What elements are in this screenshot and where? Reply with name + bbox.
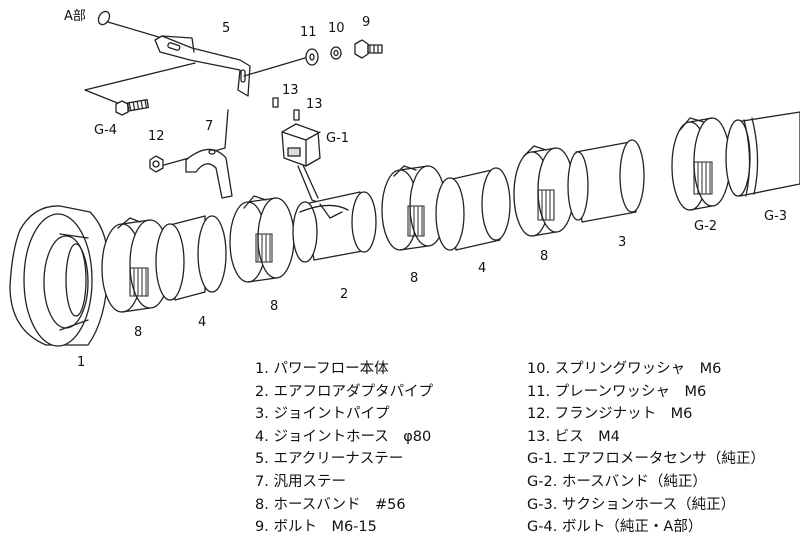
label-part-10: 10	[328, 21, 345, 36]
label-part-13b: 13	[306, 97, 323, 112]
legend-item: 3. ジョイントパイプ	[255, 406, 390, 423]
label-part-8c: 8	[410, 271, 419, 286]
part-g3-suction-hose	[725, 111, 800, 197]
label-part-7: 7	[205, 119, 214, 134]
label-part-4b: 4	[478, 261, 487, 276]
label-part-g1: G-1	[326, 131, 350, 146]
part-1-power-flow-body	[9, 205, 109, 347]
label-part-2: 2	[340, 287, 349, 302]
part-8-hose-band-b	[229, 195, 295, 283]
part-10-spring-washer	[330, 46, 342, 60]
label-part-8a: 8	[134, 325, 143, 340]
label-part-11: 11	[300, 25, 317, 40]
legend-item: 1. パワーフロー本体	[255, 361, 389, 377]
part-4-joint-hose-a	[155, 215, 227, 301]
parts-legend-right: 10. スプリングワッシャ M6 11. プレーンワッシャ M6 12. フラン…	[527, 358, 765, 539]
legend-item: 7. 汎用ステー	[255, 473, 346, 490]
a-part-ring	[97, 10, 111, 26]
parts-legend-left: 1. パワーフロー本体 2. エアフロアダプタパイプ 3. ジョイントパイプ 4…	[255, 358, 433, 539]
legend-item: G-4. ボルト（純正・A部）	[527, 519, 703, 536]
label-part-9: 9	[362, 15, 371, 30]
part-g2-hose-band	[671, 117, 731, 211]
part-12-flange-nut	[149, 155, 164, 173]
legend-item: G-3. サクションホース（純正）	[527, 496, 736, 513]
exploded-parts-diagram: A部 5 11 10 9 13 13 G-4 12 7 G-1 1 8 4 8 …	[9, 9, 800, 370]
legend-item: 8. ホースバンド #56	[255, 496, 406, 513]
label-part-12: 12	[148, 129, 165, 144]
part-2-airflow-adapter-pipe	[292, 191, 377, 263]
legend-item: 4. ジョイントホース φ80	[255, 428, 432, 445]
legend-item: G-1. エアフロメータセンサ（純正）	[527, 451, 765, 468]
legend-item: 9. ボルト M6-15	[255, 519, 377, 536]
label-part-g2: G-2	[694, 219, 718, 234]
part-4-joint-hose-b	[435, 167, 511, 251]
legend-item: 13. ビス M4	[527, 428, 620, 445]
label-part-g3: G-3	[764, 209, 788, 224]
label-part-8d: 8	[540, 249, 549, 264]
legend-item: 2. エアフロアダプタパイプ	[255, 383, 433, 400]
part-3-joint-pipe	[567, 139, 645, 223]
part-g1-airflow-sensor	[281, 123, 326, 206]
label-a-part: A部	[64, 9, 86, 24]
label-part-8b: 8	[270, 299, 279, 314]
legend-item: G-2. ホースバンド（純正）	[527, 473, 707, 490]
legend-item: 12. フランジナット M6	[527, 406, 693, 423]
label-part-g4: G-4	[94, 123, 118, 138]
legend-item: 5. エアクリーナステー	[255, 451, 404, 468]
label-part-4a: 4	[198, 315, 207, 330]
part-g4-bolt	[115, 98, 150, 116]
label-part-3: 3	[618, 235, 627, 250]
part-13-screws	[272, 97, 300, 121]
part-8-hose-band-d	[513, 145, 575, 237]
label-part-13a: 13	[282, 83, 299, 98]
part-7-universal-stay	[163, 109, 233, 199]
label-part-5: 5	[222, 21, 231, 36]
part-9-bolt	[243, 39, 383, 77]
legend-item: 10. スプリングワッシャ M6	[527, 361, 722, 377]
legend-item: 11. プレーンワッシャ M6	[527, 383, 707, 400]
part-11-plain-washer	[305, 48, 319, 66]
label-part-1: 1	[77, 355, 86, 370]
